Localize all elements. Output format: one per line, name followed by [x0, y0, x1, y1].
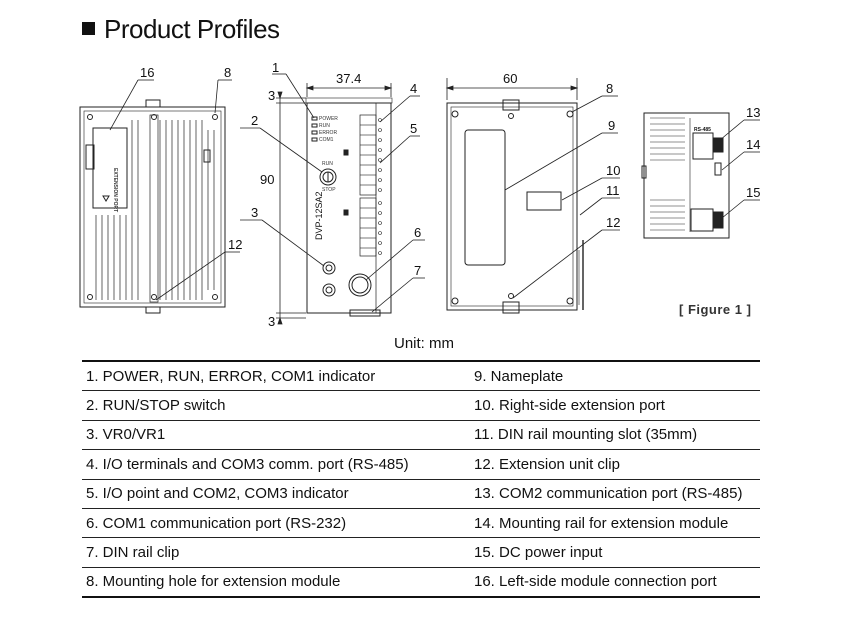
callout-11: 11 [606, 183, 620, 198]
legend-item: 13. COM2 communication port (RS-485) [468, 479, 760, 509]
callout-5: 5 [410, 121, 417, 136]
stop-switch-label: STOP [322, 187, 336, 193]
dimension-height: 90 [260, 172, 274, 187]
product-drawing: EXTENSION PORT [79, 60, 760, 329]
callout-14: 14 [746, 137, 760, 152]
device-model-label: DVP-12SA2 [314, 191, 324, 240]
legend-item: 3. VR0/VR1 [82, 420, 468, 451]
legend-item: 15. DC power input [468, 537, 760, 568]
callout-7: 7 [414, 263, 421, 278]
callout-12-left: 12 [228, 237, 242, 252]
callout-4: 4 [410, 81, 417, 96]
extension-port-label: EXTENSION PORT [112, 168, 118, 212]
legend-item: 10. Right-side extension port [468, 390, 760, 421]
page-title: Product Profiles [82, 14, 280, 45]
dimension-three-bottom: 3 [268, 314, 275, 329]
figure-caption: [ Figure 1 ] [679, 302, 752, 317]
callout-2: 2 [251, 113, 258, 128]
com1-led-label: COM1 [319, 137, 334, 143]
run-led-label: RUN [319, 123, 330, 129]
legend-item: 11. DIN rail mounting slot (35mm) [468, 420, 760, 451]
dimension-width-small: 37.4 [336, 71, 361, 86]
power-led-label: POWER [319, 116, 338, 122]
legend-item: 8. Mounting hole for extension module [82, 567, 468, 599]
callout-3: 3 [251, 205, 258, 220]
page-title-text: Product Profiles [104, 14, 280, 44]
callout-8-left: 8 [224, 65, 231, 80]
bullet-square-icon [82, 22, 95, 35]
callout-1: 1 [272, 60, 279, 75]
front-view [305, 97, 393, 317]
legend-item: 6. COM1 communication port (RS-232) [82, 508, 468, 539]
callout-9: 9 [608, 118, 615, 133]
callout-10: 10 [606, 163, 620, 178]
unit-label: Unit: mm [394, 335, 454, 352]
legend-row: 4. I/O terminals and COM3 comm. port (RS… [82, 449, 760, 480]
legend-item: 12. Extension unit clip [468, 449, 760, 480]
legend-item: 1. POWER, RUN, ERROR, COM1 indicator [82, 360, 468, 392]
dimension-width-large: 60 [503, 71, 517, 86]
legend-item: 2. RUN/STOP switch [82, 390, 468, 421]
callout-8-back: 8 [606, 81, 613, 96]
callout-6: 6 [414, 225, 421, 240]
callout-15: 15 [746, 185, 760, 200]
legend-item: 4. I/O terminals and COM3 comm. port (RS… [82, 449, 468, 480]
right-side-view [641, 112, 730, 239]
legend-item: 16. Left-side module connection port [468, 567, 760, 599]
run-switch-label: RUN [322, 161, 333, 167]
legend-item: 9. Nameplate [468, 360, 760, 392]
rs485-port-label: RS-485 [694, 127, 711, 133]
dimension-three-top: 3 [268, 88, 275, 103]
legend-item: 14. Mounting rail for extension module [468, 508, 760, 539]
legend-row: 6. COM1 communication port (RS-232)14. M… [82, 508, 760, 539]
error-led-label: ERROR [319, 130, 337, 136]
legend-item: 5. I/O point and COM2, COM3 indicator [82, 479, 468, 509]
callout-16: 16 [140, 65, 154, 80]
left-side-view [79, 99, 226, 314]
back-view [446, 99, 584, 314]
callout-13: 13 [746, 105, 760, 120]
legend-item: 7. DIN rail clip [82, 537, 468, 568]
callout-12-back: 12 [606, 215, 620, 230]
